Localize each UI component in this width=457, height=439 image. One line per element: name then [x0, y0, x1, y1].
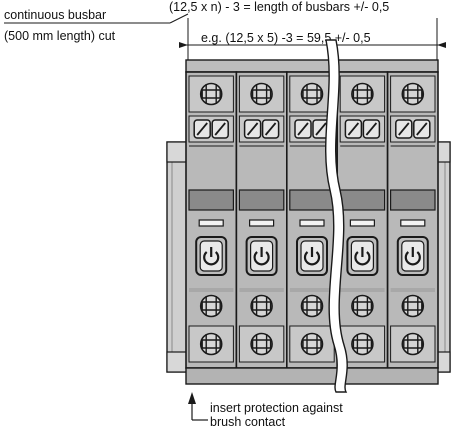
led-window [249, 219, 275, 227]
module-separator [238, 189, 285, 211]
screw-terminal-icon [300, 294, 324, 318]
power-button-icon [245, 235, 278, 277]
protection-label-line2: brush contact [210, 415, 286, 429]
base-foot [185, 367, 439, 385]
module-groove [239, 288, 284, 292]
protection-label-line1: insert protection against [210, 401, 343, 415]
power-button-icon [396, 235, 429, 277]
screw-terminal-icon [199, 332, 223, 356]
screw-terminal-icon [351, 82, 374, 106]
screw-terminal-icon [250, 82, 273, 106]
led-window [198, 219, 224, 227]
dimension-arrow-right [437, 42, 446, 48]
screw-terminal-icon [351, 294, 374, 318]
screw-terminal-icon [401, 294, 425, 318]
screw-terminal-icon [250, 294, 273, 318]
screw-terminal-icon [300, 82, 324, 106]
screw-terminal-icon [250, 332, 273, 356]
module-groove [340, 288, 385, 292]
terminal-modules [185, 71, 439, 369]
screw-terminal-icon [199, 294, 223, 318]
module-separator [339, 189, 386, 211]
screw-terminal-icon [401, 332, 425, 356]
module-separator [289, 189, 335, 211]
break-gap [325, 39, 348, 393]
led-window [349, 219, 375, 227]
power-button-icon [346, 235, 379, 277]
screw-terminal-icon [351, 332, 374, 356]
busbar-label-line1: continuous busbar [4, 8, 107, 22]
module-separator [390, 189, 436, 211]
busbar [185, 59, 439, 73]
dimension-arrow-left [179, 42, 188, 48]
protection-arrow-head [188, 392, 196, 404]
led-window [400, 219, 426, 227]
module-groove [390, 288, 435, 292]
power-button-icon [195, 235, 228, 277]
module-separator [188, 189, 235, 211]
module-groove [189, 288, 234, 292]
module-groove [289, 288, 335, 292]
din-rail-left [166, 141, 190, 373]
screw-terminal-icon [199, 82, 223, 106]
power-button-icon [295, 235, 329, 277]
busbar-leader-diagonal [169, 13, 189, 24]
busbar-label-line2: (500 mm length) cut [4, 29, 116, 43]
formula-label: (12,5 x n) - 3 = length of busbars +/- 0… [169, 0, 390, 14]
screw-terminal-icon [401, 82, 425, 106]
screw-terminal-icon [300, 332, 324, 356]
led-window [299, 219, 325, 227]
